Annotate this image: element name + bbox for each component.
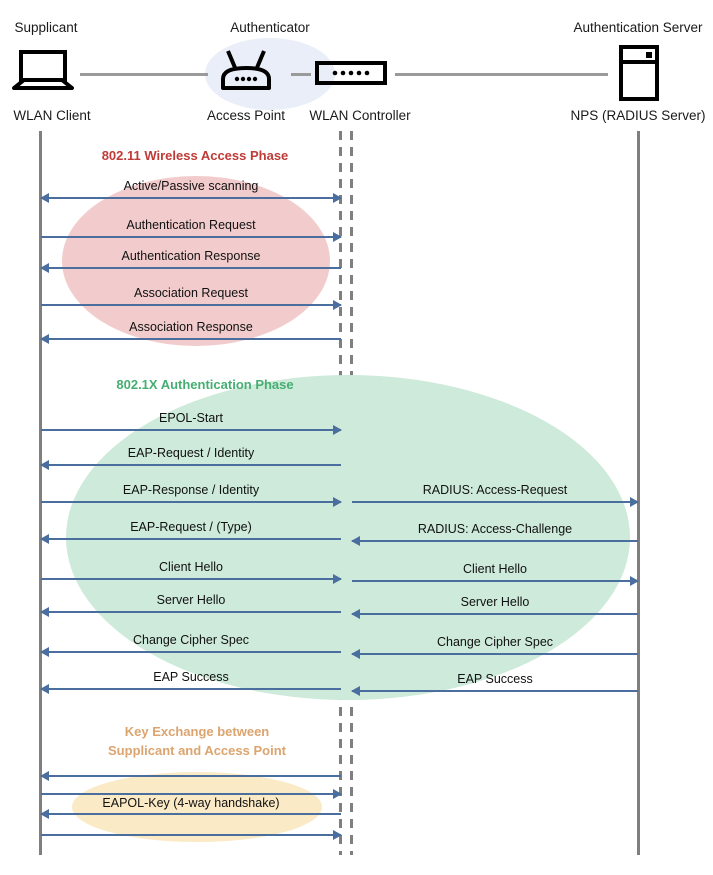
arrowhead-right-icon [630, 497, 639, 507]
wlan-controller-icon [315, 60, 387, 86]
arrowhead-left-icon [40, 460, 49, 470]
message-line [41, 793, 341, 795]
message-line [41, 611, 341, 613]
arrowhead-left-icon [40, 334, 49, 344]
message-label: EAP Success [457, 672, 533, 686]
message-line [41, 651, 341, 653]
message-label: EAP-Response / Identity [122, 483, 260, 497]
arrowhead-left-icon [351, 649, 360, 659]
arrowhead-left-icon [351, 536, 360, 546]
message-label: EAP Success [153, 670, 229, 684]
message-label: EAPOL-Key (4-way handshake) [102, 796, 280, 810]
message-label: Client Hello [463, 562, 527, 576]
arrowhead-left-icon [40, 809, 49, 819]
message-label: Client Hello [159, 560, 223, 574]
arrowhead-left-icon [40, 771, 49, 781]
actor-role-authentication-server: Authentication Server [573, 20, 703, 35]
message-label: Active/Passive scanning [123, 179, 259, 193]
message-line [41, 501, 341, 503]
actor-role-authenticator: Authenticator [230, 20, 310, 35]
arrowhead-left-icon [40, 263, 49, 273]
arrowhead-left-icon [40, 534, 49, 544]
server-icon [618, 45, 660, 101]
actor-device-wlan-client: WLAN Client [13, 108, 91, 123]
message-label: EAP-Request / (Type) [130, 520, 252, 534]
actor-device-nps-radius-server: NPS (RADIUS Server) [570, 108, 706, 123]
message-label: Server Hello [156, 593, 226, 607]
arrowhead-right-icon [630, 576, 639, 586]
access-point-icon [215, 48, 277, 92]
message-line [41, 538, 341, 540]
wire-client-to-ap [80, 73, 208, 76]
message-label: EAP-Request / Identity [127, 446, 255, 460]
arrowhead-left-icon [40, 647, 49, 657]
actor-device-wlan-controller: WLAN Controller [309, 108, 411, 123]
message-line [41, 267, 341, 269]
message-label: Association Request [134, 286, 248, 300]
arrowhead-right-icon [333, 193, 342, 203]
message-label: Authentication Request [126, 218, 256, 232]
arrowhead-left-icon [40, 684, 49, 694]
arrowhead-right-icon [333, 425, 342, 435]
message-label: Server Hello [460, 595, 530, 609]
arrowhead-right-icon [333, 232, 342, 242]
message-line [352, 540, 638, 542]
arrowhead-right-icon [333, 497, 342, 507]
message-line [41, 464, 341, 466]
message-label: RADIUS: Access-Challenge [417, 522, 573, 536]
phase-key-exchange-label-line2: Supplicant and Access Point [108, 743, 286, 758]
arrowhead-left-icon [351, 609, 360, 619]
message-label: Change Cipher Spec [132, 633, 250, 647]
phase-802-1x-authentication-label: 802.1X Authentication Phase [116, 377, 294, 392]
phase-802-11-wireless-access-ellipse [62, 176, 330, 346]
actor-role-supplicant: Supplicant [14, 20, 78, 35]
message-line [41, 304, 341, 306]
message-line [41, 197, 341, 199]
message-label: RADIUS: Access-Request [422, 483, 568, 497]
wire-controller-to-server [395, 73, 608, 76]
message-label: EPOL-Start [159, 411, 223, 425]
message-line [352, 580, 638, 582]
message-line [41, 813, 341, 815]
arrowhead-left-icon [40, 607, 49, 617]
message-label: Association Response [129, 320, 253, 334]
message-line [352, 501, 638, 503]
lifeline-supplicant [39, 131, 42, 855]
phase-key-exchange-ellipse [72, 772, 322, 842]
arrowhead-right-icon [333, 789, 342, 799]
message-line [352, 653, 638, 655]
phase-802-11-wireless-access-label: 802.11 Wireless Access Phase [101, 148, 289, 163]
message-line [41, 236, 341, 238]
message-line [41, 338, 341, 340]
wire-ap-to-controller [291, 73, 311, 76]
message-line [352, 690, 638, 692]
message-line [41, 578, 341, 580]
message-line [41, 775, 341, 777]
lifeline-authentication-server [637, 131, 640, 855]
laptop-icon [12, 50, 74, 92]
arrowhead-right-icon [333, 300, 342, 310]
actor-device-access-point: Access Point [206, 108, 286, 123]
message-line [41, 834, 341, 836]
message-label: Change Cipher Spec [436, 635, 554, 649]
message-line [41, 429, 341, 431]
phase-key-exchange-label: Key Exchange between Supplicant and Acce… [80, 722, 314, 760]
message-line [41, 688, 341, 690]
message-label: Authentication Response [121, 249, 261, 263]
arrowhead-right-icon [333, 574, 342, 584]
arrowhead-left-icon [40, 193, 49, 203]
arrowhead-right-icon [333, 830, 342, 840]
phase-key-exchange-label-line1: Key Exchange between [124, 724, 270, 739]
arrowhead-left-icon [351, 686, 360, 696]
message-line [352, 613, 638, 615]
